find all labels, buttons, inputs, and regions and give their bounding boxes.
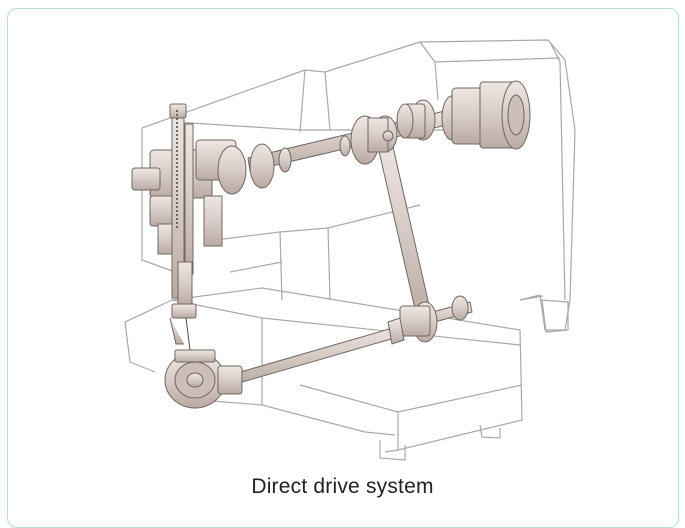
- needle-bar-mechanism: [131, 103, 247, 351]
- lower-crank: [387, 295, 469, 345]
- figure-frame: [7, 8, 679, 528]
- direct-drive-motor: [396, 80, 531, 150]
- upper-crank: [350, 115, 398, 165]
- figure-caption: Direct drive system: [251, 475, 434, 498]
- vertical-connecting-rod: [375, 133, 433, 323]
- sewing-machine-illustration: [124, 39, 576, 461]
- machine-housing-outline: [124, 39, 576, 461]
- rotary-hook: [164, 349, 243, 409]
- lower-main-shaft: [229, 322, 413, 386]
